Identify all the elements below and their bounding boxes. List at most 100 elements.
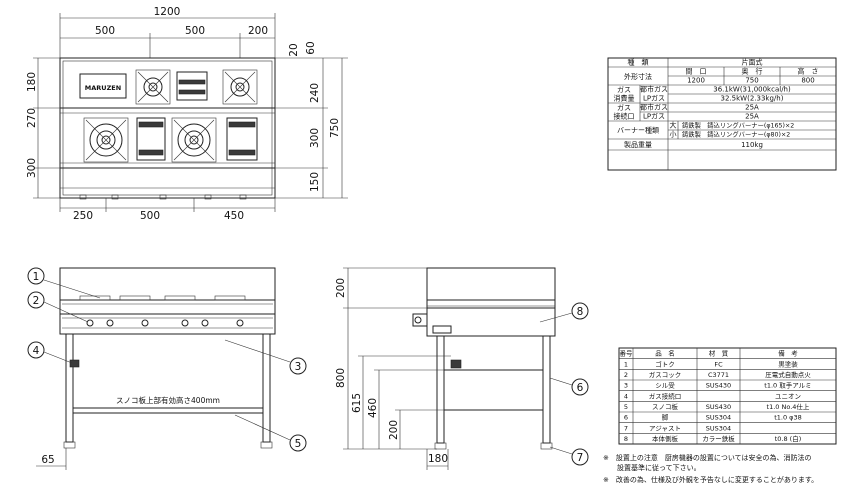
foot-dim-label: 65	[41, 454, 54, 466]
parts-cell: SUS304	[706, 424, 731, 432]
svg-text:2: 2	[33, 295, 40, 307]
callout-6: 6	[549, 377, 589, 396]
parts-cell: t1.0 取手アルミ	[764, 381, 811, 390]
callout-5: 5	[234, 414, 307, 452]
bottom-segment-2: 500	[140, 210, 160, 222]
spec-size-value-w: 1200	[687, 77, 705, 85]
spec-burner-large: 鋳鉄製 鋳込リングバーナー(φ165)×2	[682, 121, 794, 130]
spec-weight-label: 製品重量	[624, 140, 652, 149]
parts-cell: アジャスト	[649, 424, 681, 432]
large-burner-2	[171, 117, 217, 163]
bottom-segment-1: 250	[73, 210, 93, 222]
parts-cell: ユニオン	[775, 392, 801, 400]
spec-burner-label: バーナー種類	[617, 126, 659, 135]
spec-table: 種 類 片面式 外形寸法 間 口 奥 行 高 さ 1200 750 800 ガス…	[607, 57, 837, 171]
svg-text:6: 6	[577, 382, 584, 394]
svg-text:3: 3	[295, 361, 302, 373]
side-dim-height: 800	[335, 368, 347, 388]
spec-city-gas-2: 都市ガス	[640, 103, 668, 112]
side-dim-bottom: 180	[428, 453, 448, 465]
parts-cell: スノコ板	[652, 402, 679, 411]
spec-lp-consumption: 32.5kW(2.33kg/h)	[721, 95, 784, 103]
parts-cell: 本体側板	[652, 434, 679, 443]
grate-plate-1	[176, 71, 208, 101]
overall-width-label: 1200	[154, 6, 181, 18]
parts-cell: FC	[714, 360, 723, 368]
spec-conn-label-2: 接続口	[614, 112, 635, 121]
parts-header-cell: 品 名	[655, 349, 675, 358]
right-height-1: 240	[309, 83, 321, 103]
small-burner-2	[222, 69, 258, 105]
side-view: 200 800 615 460 200 180 8 6 7	[335, 267, 589, 470]
parts-cell: ガス接続口	[649, 391, 682, 400]
parts-header-cell: 備 考	[778, 349, 798, 358]
left-height-1: 180	[26, 72, 38, 92]
spec-gas-label-1: ガス	[617, 85, 631, 94]
spec-burner-small: 鋳鉄製 鋳込リングバーナー(φ80)×2	[682, 130, 790, 139]
front-knob-row	[86, 319, 244, 327]
side-dim-splash: 200	[335, 278, 347, 298]
width-segment-3: 200	[248, 25, 268, 37]
svg-text:5: 5	[295, 438, 302, 450]
spec-size-label: 外形寸法	[624, 72, 652, 81]
left-height-3: 300	[26, 158, 38, 178]
right-height-3: 150	[309, 172, 321, 192]
top-gap-dim: 20	[288, 43, 300, 56]
parts-cell: 2	[624, 371, 628, 379]
callout-1: 1	[27, 267, 101, 299]
spec-gas-label-2: 消費量	[614, 94, 635, 103]
callout-8: 8	[539, 302, 589, 323]
parts-cell: 脚	[662, 413, 669, 422]
parts-cell: 5	[624, 403, 628, 411]
front-view: スノコ板上部有効高さ400mm 1 2 3 4 5	[27, 267, 307, 470]
parts-header-cell: 番号	[620, 350, 634, 358]
parts-cell: 1	[624, 360, 628, 368]
parts-cell: 8	[624, 435, 628, 443]
spec-size-value-h: 800	[801, 77, 814, 85]
parts-cell: ガスコック	[649, 370, 682, 379]
bottom-segment-3: 450	[224, 210, 244, 222]
parts-cell: シル受	[655, 381, 675, 390]
parts-cell: 4	[624, 392, 628, 400]
parts-header-cell: 材 質	[709, 349, 729, 358]
brand-plate-text: MARUZEN	[85, 84, 121, 92]
top-rim-dim: 60	[305, 41, 317, 54]
parts-cell: 7	[624, 424, 628, 432]
spec-conn-label-1: ガス	[617, 103, 631, 112]
callout-7: 7	[549, 446, 589, 466]
note-line-3: ※ 改善の為、仕様及び外観を予告なしに変更することがあります。	[603, 475, 818, 484]
spec-lp-connection: 25A	[745, 113, 759, 121]
spec-type-value: 片面式	[742, 58, 763, 67]
svg-text:4: 4	[33, 345, 40, 357]
overall-depth-label: 750	[329, 118, 341, 138]
small-burner-1	[135, 69, 171, 105]
callout-2: 2	[27, 291, 89, 323]
callout-3: 3	[224, 339, 307, 375]
parts-cell: 黒塗装	[778, 359, 798, 368]
parts-cell: t1.0 φ38	[774, 414, 802, 422]
top-view: 1200 500 500 200 20 60 MARUZEN	[26, 6, 348, 222]
note-line-2: 設置基準に従って下さい。	[603, 463, 701, 472]
parts-cell: t1.0 No.4仕上	[767, 402, 810, 411]
large-burner-1	[83, 117, 129, 163]
parts-cell: SUS304	[706, 414, 731, 422]
left-height-2: 270	[26, 108, 38, 128]
callout-4: 4	[27, 341, 73, 364]
side-dim-460: 460	[367, 398, 379, 418]
spec-lp-gas-1: LPガス	[643, 94, 665, 103]
grate-plate-3	[226, 117, 258, 161]
svg-text:8: 8	[577, 306, 584, 318]
spec-weight-value: 110kg	[741, 141, 763, 149]
parts-cell: t0.8 (白)	[775, 434, 802, 443]
parts-cell: C3771	[708, 371, 729, 379]
spec-size-header-w: 間 口	[686, 68, 707, 76]
spec-burner-large-size: 大	[670, 121, 677, 130]
width-segment-2: 500	[185, 25, 205, 37]
svg-text:7: 7	[577, 452, 584, 464]
parts-cell: SUS430	[706, 382, 731, 390]
spec-type-label: 種 類	[628, 58, 649, 67]
parts-cell: カラー鉄板	[702, 434, 735, 443]
notes: ※ 設置上の注意 厨房機器の設置については安全の為、消防法の 設置基準に従って下…	[603, 453, 818, 484]
note-line-1: ※ 設置上の注意 厨房機器の設置については安全の為、消防法の	[603, 453, 812, 462]
